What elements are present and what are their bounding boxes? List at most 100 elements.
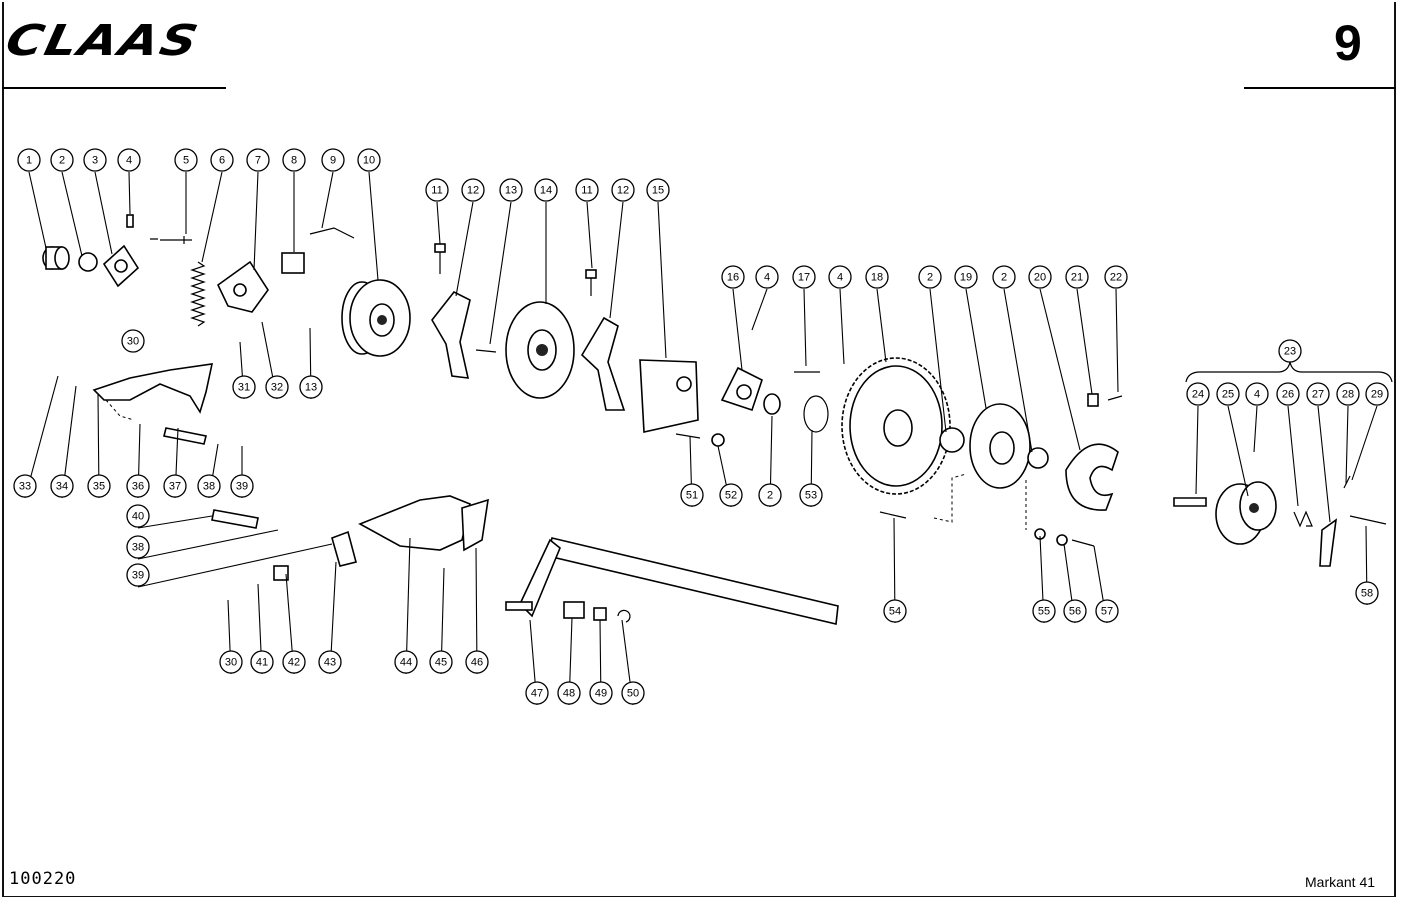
callout-46: 46 (465, 650, 489, 674)
part-shaft-stub (1173, 497, 1207, 507)
callout-circle (621, 681, 645, 705)
callout-circle (429, 650, 453, 674)
leader-line (28, 171, 47, 249)
callout-circle (1095, 599, 1119, 623)
part-cover-plate (639, 359, 699, 433)
callout-number: 11 (431, 185, 442, 197)
callout-circle (1336, 382, 1360, 406)
callout-circle (992, 265, 1016, 289)
callout-circle (83, 148, 107, 172)
callout-circle (13, 474, 37, 498)
leader-line (609, 201, 624, 319)
leader-line (201, 171, 223, 263)
callout-34: 34 (50, 474, 74, 498)
callout-circle (17, 148, 41, 172)
callout-number: 6 (219, 155, 225, 167)
callout-39: 39 (230, 474, 254, 498)
part-bolt-51 (675, 433, 701, 439)
callout-circle (611, 178, 635, 202)
callout-number: 32 (271, 382, 283, 394)
part-bushing-2c (1027, 447, 1049, 469)
part-bushing-small (78, 252, 98, 272)
callout-number: 10 (363, 155, 375, 167)
callout-19: 19 (954, 265, 978, 289)
callout-27: 27 (1306, 382, 1330, 406)
callout-circle (174, 148, 198, 172)
callout-42: 42 (282, 650, 306, 674)
callout-38: 38 (197, 474, 221, 498)
leader-line (1345, 405, 1349, 485)
callout-number: 2 (927, 272, 933, 284)
callout-3: 3 (83, 148, 107, 172)
callout-number: 31 (238, 382, 250, 394)
callout-circle (1306, 382, 1330, 406)
callout-circle (50, 474, 74, 498)
part-pin-28 (1343, 475, 1351, 489)
callout-number: 26 (1282, 389, 1294, 401)
callout-circle (126, 535, 150, 559)
part-circlip (803, 395, 829, 433)
callout-22: 22 (1104, 265, 1128, 289)
callout-circle (721, 265, 745, 289)
callout-9: 9 (321, 148, 345, 172)
part-pin-13a (475, 349, 497, 353)
callout-circle (1365, 382, 1389, 406)
callout-circle (883, 599, 907, 623)
callout-number: 4 (126, 155, 132, 167)
callout-2: 2 (918, 265, 942, 289)
callout-number: 4 (837, 272, 843, 284)
callout-5: 5 (174, 148, 198, 172)
callout-circle (589, 681, 613, 705)
callout-circle (230, 474, 254, 498)
callout-number: 50 (627, 688, 639, 700)
callout-43: 43 (318, 650, 342, 674)
part-bolt-11a-head (434, 243, 446, 253)
callout-21: 21 (1065, 265, 1089, 289)
callout-circle (1104, 265, 1128, 289)
part-pin (309, 227, 355, 239)
callout-number: 35 (93, 481, 105, 493)
callout-32: 32 (265, 375, 289, 399)
callout-circle (1065, 265, 1089, 289)
callout-13: 13 (299, 375, 323, 399)
callout-circle (575, 178, 599, 202)
callout-15: 15 (646, 178, 670, 202)
callout-6: 6 (210, 148, 234, 172)
callout-number: 17 (798, 272, 810, 284)
leader-line (1115, 288, 1119, 393)
leader-line (657, 201, 667, 359)
callout-circle (799, 483, 823, 507)
callout-number: 44 (400, 657, 412, 669)
callout-47: 47 (525, 681, 549, 705)
callout-circle (646, 178, 670, 202)
callout-number: 24 (1192, 389, 1204, 401)
part-screw-22 (1107, 395, 1123, 401)
callout-number: 51 (686, 490, 698, 502)
callout-circle (219, 650, 243, 674)
part-nut-21 (1087, 393, 1099, 407)
callout-number: 22 (1110, 272, 1122, 284)
callout-circle (680, 483, 704, 507)
leader-line (1003, 288, 1033, 453)
callout-number: 34 (56, 481, 68, 493)
callout-circle (1278, 339, 1302, 363)
callout-number: 21 (1071, 272, 1083, 284)
leader-line (61, 171, 83, 257)
callout-number: 8 (291, 155, 297, 167)
part-spring-42 (273, 565, 289, 581)
leader-line (839, 288, 845, 365)
callout-24: 24 (1186, 382, 1210, 406)
callout-31: 31 (232, 375, 256, 399)
callout-number: 57 (1101, 606, 1113, 618)
callout-circle (357, 148, 381, 172)
callout-circle (828, 265, 852, 289)
part-bolt-54 (879, 511, 907, 519)
callout-circle (1032, 599, 1056, 623)
part-cover-plate-hole (676, 376, 692, 392)
leader-line (1253, 405, 1258, 453)
leader-line (489, 201, 512, 345)
callout-30: 30 (121, 329, 145, 353)
callout-number: 30 (225, 657, 237, 669)
